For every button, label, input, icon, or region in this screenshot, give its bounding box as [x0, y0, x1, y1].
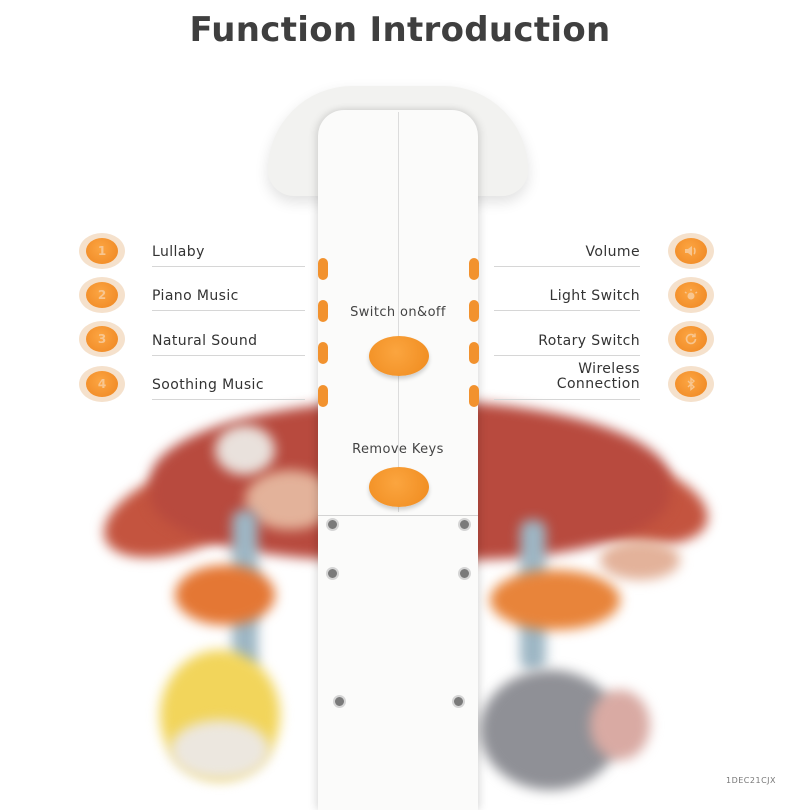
- watermark: 1DEC21CJX: [726, 776, 776, 785]
- device-seam: [398, 112, 399, 512]
- side-button-6[interactable]: [469, 300, 479, 322]
- feature-number: 2: [86, 282, 118, 308]
- page-title: Function Introduction: [189, 10, 611, 50]
- number-4-icon: 4: [79, 366, 125, 402]
- divider: [494, 310, 640, 311]
- power-button[interactable]: [369, 336, 429, 376]
- feature-label-light-switch: Light Switch: [549, 288, 640, 304]
- screw: [452, 695, 465, 708]
- bluetooth-icon-glyph: [687, 377, 696, 391]
- feature-number: 1: [86, 238, 118, 264]
- light-icon: [668, 277, 714, 313]
- divider: [494, 399, 640, 400]
- orange-fish-toy-left: [175, 565, 275, 625]
- divider: [152, 266, 305, 267]
- device-panel-line: [318, 515, 478, 516]
- feature-label-soothing-music: Soothing Music: [152, 377, 264, 393]
- crab-skin-right: [600, 540, 680, 580]
- side-button-3[interactable]: [318, 342, 328, 364]
- feature-label-wireless-line2: Connection: [556, 376, 640, 392]
- divider: [494, 355, 640, 356]
- crab-eye: [215, 425, 275, 475]
- side-button-5[interactable]: [469, 258, 479, 280]
- rotate-icon: [668, 321, 714, 357]
- divider: [152, 399, 305, 400]
- feature-label-natural-sound: Natural Sound: [152, 333, 258, 349]
- light-icon-glyph: [684, 289, 698, 300]
- screw: [326, 518, 339, 531]
- bluetooth-icon: [668, 366, 714, 402]
- feature-number: 4: [86, 371, 118, 397]
- feature-label-volume: Volume: [585, 244, 640, 260]
- feature-number: 3: [86, 326, 118, 352]
- remove-keys-label: Remove Keys: [352, 442, 444, 457]
- screw: [458, 518, 471, 531]
- side-button-2[interactable]: [318, 300, 328, 322]
- remove-keys-button[interactable]: [369, 467, 429, 507]
- side-button-1[interactable]: [318, 258, 328, 280]
- divider: [152, 310, 305, 311]
- screw: [458, 567, 471, 580]
- hippo-ear: [590, 690, 650, 760]
- divider: [494, 266, 640, 267]
- feature-label-lullaby: Lullaby: [152, 244, 205, 260]
- number-2-icon: 2: [79, 277, 125, 313]
- volume-icon-glyph: [685, 246, 696, 256]
- feature-label-piano-music: Piano Music: [152, 288, 239, 304]
- feature-label-wireless-line1: Wireless: [578, 361, 640, 377]
- number-3-icon: 3: [79, 321, 125, 357]
- orange-fish-toy-right: [490, 570, 620, 630]
- feature-label-rotary-switch: Rotary Switch: [538, 333, 640, 349]
- divider: [152, 355, 305, 356]
- side-button-4[interactable]: [318, 385, 328, 407]
- screw: [326, 567, 339, 580]
- volume-icon: [668, 233, 714, 269]
- rotate-icon-glyph: [685, 333, 697, 345]
- screw: [333, 695, 346, 708]
- feature-label-wireless: Wireless Connection: [494, 362, 640, 392]
- switch-label: Switch on&off: [350, 305, 446, 320]
- number-1-icon: 1: [79, 233, 125, 269]
- side-button-7[interactable]: [469, 342, 479, 364]
- chick-belly: [170, 720, 270, 780]
- side-button-8[interactable]: [469, 385, 479, 407]
